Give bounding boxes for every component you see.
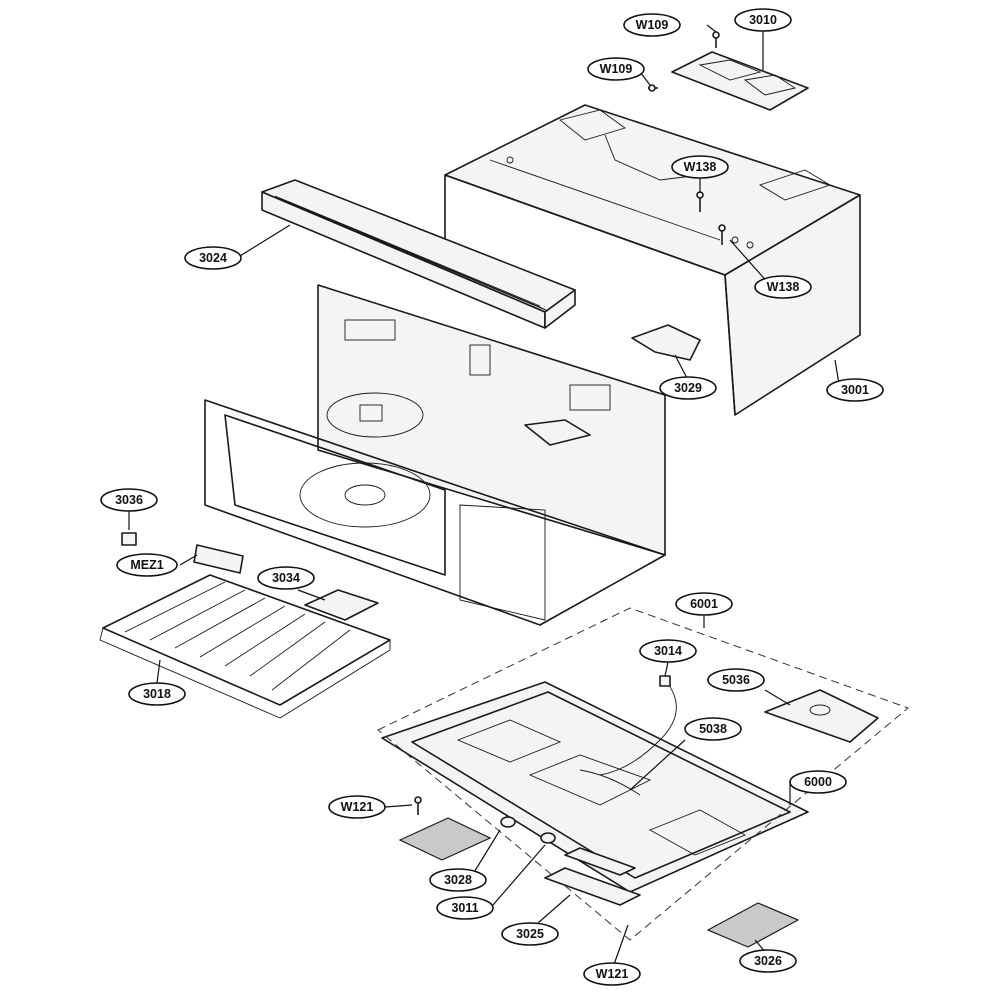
label-3014: 3014 xyxy=(654,644,682,658)
label-3025: 3025 xyxy=(516,927,544,941)
oven-cavity xyxy=(204,284,666,626)
label-5036: 5036 xyxy=(722,673,750,687)
part-3036 xyxy=(121,532,137,546)
part-mez1 xyxy=(193,544,244,574)
filter-3034 xyxy=(304,589,379,621)
callout-3025: 3025 xyxy=(501,922,559,946)
callout-mez1: MEZ1 xyxy=(116,553,178,577)
lamps xyxy=(500,816,556,844)
label-3018: 3018 xyxy=(143,687,171,701)
callout-3014: 3014 xyxy=(639,639,697,663)
callout-3034: 3034 xyxy=(257,566,315,590)
callout-w109-top: W109 xyxy=(623,13,681,37)
bracket-3010 xyxy=(671,51,809,111)
label-5038: 5038 xyxy=(699,722,727,736)
label-3036: 3036 xyxy=(115,493,143,507)
label-w121-left: W121 xyxy=(341,800,374,814)
label-w138-top: W138 xyxy=(684,160,717,174)
callout-5036: 5036 xyxy=(707,668,765,692)
callout-3028: 3028 xyxy=(429,868,487,892)
label-3028: 3028 xyxy=(444,873,472,887)
screws xyxy=(648,31,726,245)
label-6001: 6001 xyxy=(690,597,718,611)
label-3010: 3010 xyxy=(749,13,777,27)
callout-w109-mid: W109 xyxy=(587,57,645,81)
label-w121-bottom: W121 xyxy=(596,967,629,981)
callout-3018: 3018 xyxy=(128,682,186,706)
callout-w138-right: W138 xyxy=(754,275,812,299)
label-3001: 3001 xyxy=(841,383,869,397)
callout-3010: 3010 xyxy=(734,8,792,32)
vent-grille-3024 xyxy=(261,179,576,329)
outer-cabinet-3001 xyxy=(444,104,861,416)
label-3024: 3024 xyxy=(199,251,227,265)
label-w109-mid: W109 xyxy=(600,62,633,76)
label-w138-right: W138 xyxy=(767,280,800,294)
callout-3011: 3011 xyxy=(436,896,494,920)
label-w109-top: W109 xyxy=(636,18,669,32)
callout-w121-bottom: W121 xyxy=(583,962,641,986)
grease-filters xyxy=(398,817,800,948)
label-3011: 3011 xyxy=(451,901,478,915)
callout-3029: 3029 xyxy=(659,376,717,400)
label-3026: 3026 xyxy=(754,954,782,968)
label-6000: 6000 xyxy=(804,775,832,789)
callout-6000: 6000 xyxy=(789,770,847,794)
leader-lines xyxy=(128,24,841,971)
callout-3024: 3024 xyxy=(184,246,242,270)
rack-3018 xyxy=(99,574,391,719)
callout-5038: 5038 xyxy=(684,717,742,741)
screw-w121 xyxy=(414,796,422,815)
label-mez1: MEZ1 xyxy=(130,558,163,572)
callout-3001: 3001 xyxy=(826,378,884,402)
callout-3026: 3026 xyxy=(739,949,797,973)
callout-w138-top: W138 xyxy=(671,155,729,179)
bracket-5036 xyxy=(764,689,879,743)
callout-w121-left: W121 xyxy=(328,795,386,819)
label-3029: 3029 xyxy=(674,381,702,395)
lamp-cover-3025 xyxy=(544,847,641,906)
callout-3036: 3036 xyxy=(100,488,158,512)
bracket-3029 xyxy=(631,324,701,361)
label-3034: 3034 xyxy=(272,571,300,585)
callout-6001: 6001 xyxy=(675,592,733,616)
